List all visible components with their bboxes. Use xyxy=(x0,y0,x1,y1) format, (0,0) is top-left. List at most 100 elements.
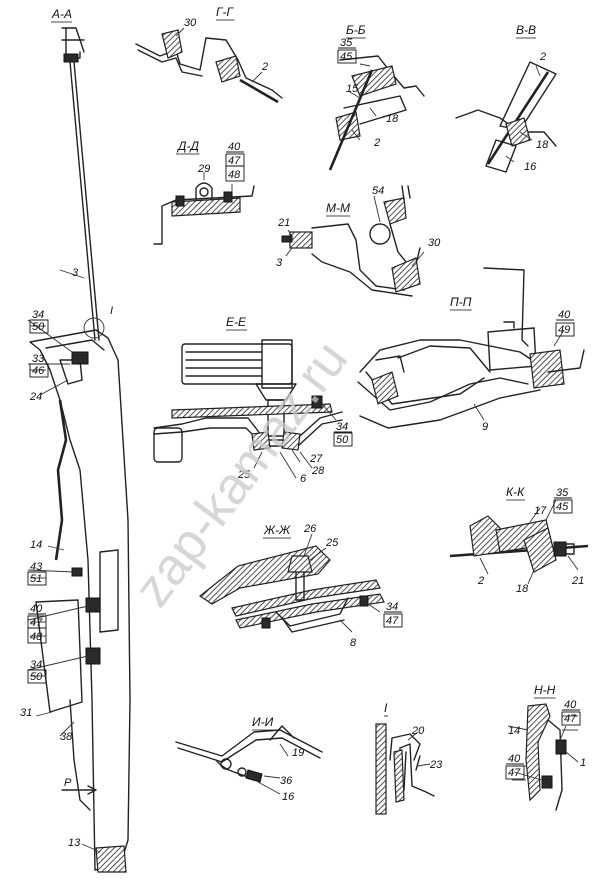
callout-aa-18: I xyxy=(110,305,113,317)
section-title-ii: И-И xyxy=(252,715,274,729)
callout-box-aa-0 xyxy=(29,319,49,334)
callout-aa-1: 34 xyxy=(32,309,44,321)
section-ee xyxy=(153,339,343,479)
section-gg xyxy=(135,27,283,104)
callout-mm-3: 30 xyxy=(428,237,441,249)
callout-boxes xyxy=(27,47,581,780)
callout-kk-4: 18 xyxy=(516,583,529,595)
callout-aa-6: 14 xyxy=(30,539,42,551)
section-kk xyxy=(449,499,589,585)
section-title-dd: Д-Д xyxy=(176,139,199,153)
callout-aa-2: 50 xyxy=(32,321,45,333)
callout-aa-12: 34 xyxy=(30,659,42,671)
callout-aa-17: 13 xyxy=(68,837,81,849)
section-nn xyxy=(507,703,579,811)
callout-box-nn-0 xyxy=(561,711,581,726)
section-aa xyxy=(27,27,131,873)
section-title-gg: Г-Г xyxy=(216,5,235,19)
section-title-detail: I xyxy=(384,701,388,715)
callout-bb-2: 15 xyxy=(346,83,359,95)
callout-nn-1: 40 xyxy=(564,699,577,711)
callout-dd-1: 47 xyxy=(228,155,241,167)
callout-mm-1: 21 xyxy=(277,217,290,229)
section-vv xyxy=(455,61,557,173)
section-dd xyxy=(153,172,255,245)
callout-aa-15: 38 xyxy=(60,731,73,743)
callout-aa-0: 3 xyxy=(72,267,79,279)
callout-zhzh-2: 34 xyxy=(386,601,398,613)
section-mm xyxy=(281,185,425,297)
section-title-zhzh: Ж-Ж xyxy=(263,523,291,537)
callout-aa-4: 46 xyxy=(32,365,45,377)
callout-labels: 3345033462414435140474834503138P13I30235… xyxy=(20,17,586,849)
callout-nn-4: 47 xyxy=(508,767,521,779)
section-pp xyxy=(357,267,585,429)
callout-ee-4: 28 xyxy=(311,465,325,477)
callout-ee-0: 34 xyxy=(336,421,348,433)
callout-box-aa-3 xyxy=(27,615,47,644)
callout-detail-0: 20 xyxy=(411,725,425,737)
callout-gg-0: 30 xyxy=(184,17,197,29)
callout-bb-1: 45 xyxy=(340,51,353,63)
callout-pp-1: 49 xyxy=(558,324,570,336)
section-title-aa: А-А xyxy=(51,7,72,21)
callout-kk-5: 21 xyxy=(571,575,584,587)
callout-zhzh-0: 26 xyxy=(303,523,317,535)
section-title-vv: В-В xyxy=(516,23,536,37)
callout-kk-0: 35 xyxy=(556,487,569,499)
callout-dd-2: 48 xyxy=(228,169,241,181)
section-title-nn: Н-Н xyxy=(534,683,556,697)
callout-aa-14: 31 xyxy=(20,707,32,719)
callout-vv-1: 18 xyxy=(536,139,549,151)
callout-ii-1: 36 xyxy=(280,775,293,787)
callout-box-pp-0 xyxy=(555,322,575,337)
callout-aa-7: 43 xyxy=(30,561,43,573)
callout-mm-0: 54 xyxy=(372,185,384,197)
callout-bb-4: 2 xyxy=(373,137,380,149)
callout-aa-16: P xyxy=(64,777,72,789)
callout-bb-0: 35 xyxy=(340,37,353,49)
callout-detail-1: 23 xyxy=(429,759,443,771)
callout-aa-8: 51 xyxy=(30,573,42,585)
callout-ee-2: 25 xyxy=(237,469,251,481)
section-detail xyxy=(375,723,435,815)
section-title-pp: П-П xyxy=(450,295,472,309)
callout-aa-11: 48 xyxy=(30,631,43,643)
callout-nn-0: 14 xyxy=(508,725,520,737)
callout-kk-3: 2 xyxy=(477,575,484,587)
callout-ii-0: 19 xyxy=(292,747,304,759)
callout-box-ee-0 xyxy=(333,432,353,447)
callout-kk-1: 45 xyxy=(556,501,569,513)
callout-aa-3: 33 xyxy=(32,353,45,365)
callout-zhzh-4: 8 xyxy=(350,637,357,649)
callout-box-dd-0 xyxy=(225,153,245,182)
callout-aa-10: 47 xyxy=(30,617,43,629)
callout-vv-0: 2 xyxy=(539,51,546,63)
callout-bb-3: 18 xyxy=(386,113,399,125)
callout-box-kk-0 xyxy=(553,499,573,514)
section-zhzh xyxy=(198,533,385,633)
section-title-ee: Е-Е xyxy=(226,315,247,329)
callout-ee-1: 50 xyxy=(336,434,349,446)
callout-zhzh-1: 25 xyxy=(325,537,339,549)
callout-box-zhzh-0 xyxy=(383,613,403,628)
callout-box-nn-1 xyxy=(505,765,525,780)
callout-vv-2: 16 xyxy=(524,161,537,173)
callout-aa-9: 40 xyxy=(30,603,43,615)
section-title-bb: Б-Б xyxy=(346,23,366,37)
callout-nn-2: 47 xyxy=(564,713,577,725)
callout-nn-3: 40 xyxy=(508,753,521,765)
section-title-mm: М-М xyxy=(326,201,350,215)
callout-gg-1: 2 xyxy=(261,61,268,73)
callout-ee-5: 6 xyxy=(300,473,307,485)
callout-ii-2: 16 xyxy=(282,791,295,803)
section-ii xyxy=(175,725,323,795)
callout-ee-3: 27 xyxy=(309,453,323,465)
callout-dd-0: 40 xyxy=(228,141,241,153)
callout-kk-2: 17 xyxy=(534,505,547,517)
callout-pp-0: 40 xyxy=(558,309,571,321)
callout-box-bb-0 xyxy=(337,49,357,64)
callout-nn-5: 1 xyxy=(580,757,586,769)
